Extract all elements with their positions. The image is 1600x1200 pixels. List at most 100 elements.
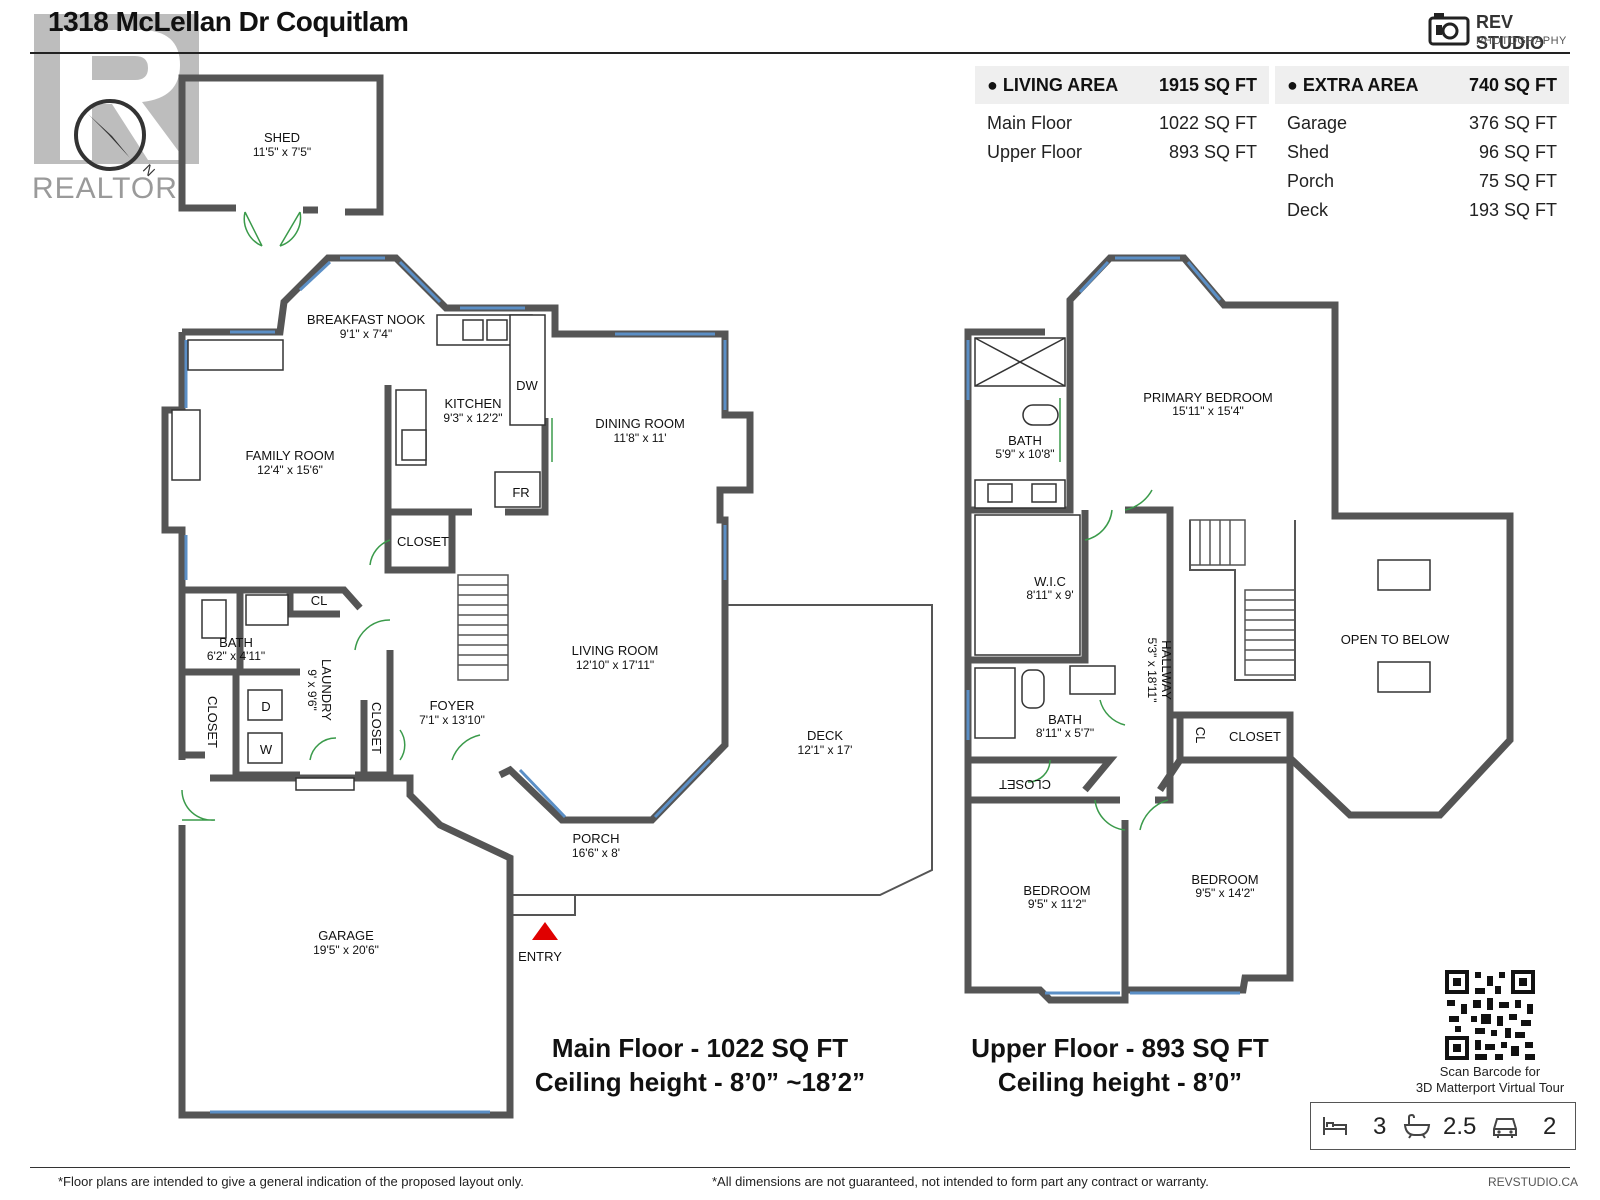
brand-website: REVSTUDIO.CA bbox=[1488, 1175, 1579, 1189]
parking-count: 2 bbox=[1543, 1113, 1557, 1140]
room-dim: 7'1" x 13'10" bbox=[419, 713, 485, 727]
room-name: DECK bbox=[807, 728, 843, 743]
entry-label: ENTRY bbox=[518, 949, 562, 964]
area-row-value: 75 SQ FT bbox=[1478, 171, 1557, 191]
room-dim: 12'1" x 17' bbox=[798, 743, 853, 757]
area-row-value: 376 SQ FT bbox=[1468, 113, 1557, 133]
area-row-value: 893 SQ FT bbox=[1168, 142, 1257, 162]
brand-logo: REV STUDIO PHOTOGRAPHY bbox=[1428, 8, 1578, 53]
living-area-total: 1915 SQ FT bbox=[1158, 75, 1257, 95]
room-name: BATH bbox=[1008, 433, 1042, 448]
room-dim: 11'5" x 7'5" bbox=[253, 145, 311, 159]
living-area-label: LIVING AREA bbox=[1002, 75, 1119, 95]
garage-wall bbox=[178, 774, 514, 1119]
qr-caption-line1: Scan Barcode for bbox=[1439, 1064, 1541, 1079]
room-dim: 9'3" x 12'2" bbox=[443, 411, 502, 425]
bathroom-count: 2.5 bbox=[1443, 1113, 1477, 1140]
car-icon bbox=[1493, 1118, 1517, 1138]
room-dim: 9'5" x 14'2" bbox=[1195, 886, 1254, 900]
room-name: W.I.C bbox=[1034, 574, 1066, 589]
room-name: GARAGE bbox=[318, 928, 374, 943]
main-floor-caption: Main Floor - 1022 SQ FT Ceiling height -… bbox=[505, 1031, 895, 1099]
qr-caption-line2: 3D Matterport Virtual Tour bbox=[1415, 1080, 1565, 1095]
deck-outline bbox=[512, 604, 933, 896]
room-dim: 5'9" x 10'8" bbox=[995, 447, 1054, 461]
room-name: DINING ROOM bbox=[595, 416, 685, 431]
disclaimer-layout: *Floor plans are intended to give a gene… bbox=[58, 1174, 524, 1189]
room-name: BEDROOM bbox=[1023, 883, 1090, 898]
room-dim: 12'10" x 17'11" bbox=[576, 658, 654, 672]
room-name: CLOSET bbox=[369, 702, 384, 754]
room-dim: 9'1" x 7'4" bbox=[340, 327, 392, 341]
room-name: PRIMARY BEDROOM bbox=[1143, 390, 1273, 405]
room-dim: 15'11" x 15'4" bbox=[1172, 404, 1244, 418]
room-name: KITCHEN bbox=[444, 396, 501, 411]
footer-divider bbox=[30, 1167, 1570, 1168]
page-title: 1318 McLellan Dr Coquitlam bbox=[48, 6, 409, 37]
room-dim: 8'11" x 9' bbox=[1026, 588, 1073, 602]
room-name: FAMILY ROOM bbox=[245, 448, 334, 463]
room-dim: 12'4" x 15'6" bbox=[257, 463, 323, 477]
room-dim: 9'5" x 11'2" bbox=[1028, 897, 1086, 911]
room-dim: 5'3" x 18'11" bbox=[1145, 638, 1159, 703]
main-floor-caption-line2: Ceiling height - 8’0” ~18’2” bbox=[534, 1067, 866, 1097]
upper-floor-caption-line1: Upper Floor - 893 SQ FT bbox=[971, 1033, 1269, 1063]
room-name: FOYER bbox=[430, 698, 475, 713]
room-name: BREAKFAST NOOK bbox=[307, 312, 426, 327]
header-divider bbox=[30, 52, 1570, 54]
brand-name: REV STUDIO bbox=[1476, 12, 1545, 53]
area-row-name: Main Floor bbox=[987, 113, 1073, 133]
bed-icon bbox=[1323, 1117, 1347, 1135]
area-row-value: 193 SQ FT bbox=[1468, 200, 1557, 220]
camera-icon bbox=[1428, 13, 1470, 46]
room-dim: 9' x 9'6" bbox=[305, 669, 319, 711]
room-name: LIVING ROOM bbox=[572, 643, 659, 658]
main-floor-caption-line1: Main Floor - 1022 SQ FT bbox=[551, 1033, 849, 1063]
room-name: PORCH bbox=[573, 831, 620, 846]
room-name: BEDROOM bbox=[1191, 872, 1258, 887]
room-name: CL bbox=[1193, 727, 1208, 744]
bedroom-count: 3 bbox=[1373, 1113, 1387, 1140]
area-row-value: 1022 SQ FT bbox=[1158, 113, 1257, 133]
realtor-watermark: N REALTOR bbox=[30, 10, 210, 210]
area-row-name: Upper Floor bbox=[987, 142, 1083, 162]
area-row-name: Porch bbox=[1287, 171, 1335, 191]
room-name: HALLWAY bbox=[1159, 640, 1174, 700]
area-row-name: Shed bbox=[1287, 142, 1330, 162]
room-name: CLOSET bbox=[397, 534, 449, 549]
room-dim: 6'2" x 4'11" bbox=[207, 649, 265, 663]
appliance-label: D bbox=[261, 699, 270, 714]
area-row-name: Garage bbox=[1287, 113, 1348, 133]
room-name: BATH bbox=[219, 635, 253, 650]
open-to-below-label: OPEN TO BELOW bbox=[1341, 632, 1450, 647]
bathtub-icon bbox=[1403, 1113, 1431, 1139]
room-dim: 19'5" x 20'6" bbox=[313, 943, 379, 957]
appliance-label: FR bbox=[512, 485, 529, 500]
brand-sub: PHOTOGRAPHY bbox=[1476, 35, 1567, 47]
appliance-label: DW bbox=[516, 378, 538, 393]
realtor-text: REALTOR bbox=[32, 172, 178, 205]
shed-wall bbox=[178, 74, 384, 216]
room-name: CLOSET bbox=[1229, 729, 1281, 744]
room-name: CLOSET bbox=[205, 696, 220, 748]
room-name: CLOSET bbox=[999, 777, 1051, 792]
area-row-value: 96 SQ FT bbox=[1478, 142, 1557, 162]
room-name: SHED bbox=[264, 130, 300, 145]
room-name: BATH bbox=[1048, 712, 1082, 727]
area-row-name: Deck bbox=[1287, 200, 1329, 220]
qr-code-icon[interactable] bbox=[1445, 970, 1535, 1060]
room-name: CL bbox=[311, 593, 328, 608]
property-stats: 3 2.5 2 bbox=[1310, 1102, 1576, 1150]
extra-area-total: 740 SQ FT bbox=[1468, 75, 1557, 95]
upper-floor-caption-line2: Ceiling height - 8’0” bbox=[997, 1067, 1243, 1097]
disclaimer-dimensions: *All dimensions are not guaranteed, not … bbox=[712, 1174, 1209, 1189]
extra-area-label: EXTRA AREA bbox=[1302, 75, 1419, 95]
room-name: LAUNDRY bbox=[319, 659, 334, 721]
qr-caption: Scan Barcode for 3D Matterport Virtual T… bbox=[1390, 1064, 1590, 1096]
entry-arrow-icon bbox=[532, 922, 558, 940]
appliance-label: W bbox=[260, 742, 273, 757]
room-dim: 16'6" x 8' bbox=[572, 846, 620, 860]
